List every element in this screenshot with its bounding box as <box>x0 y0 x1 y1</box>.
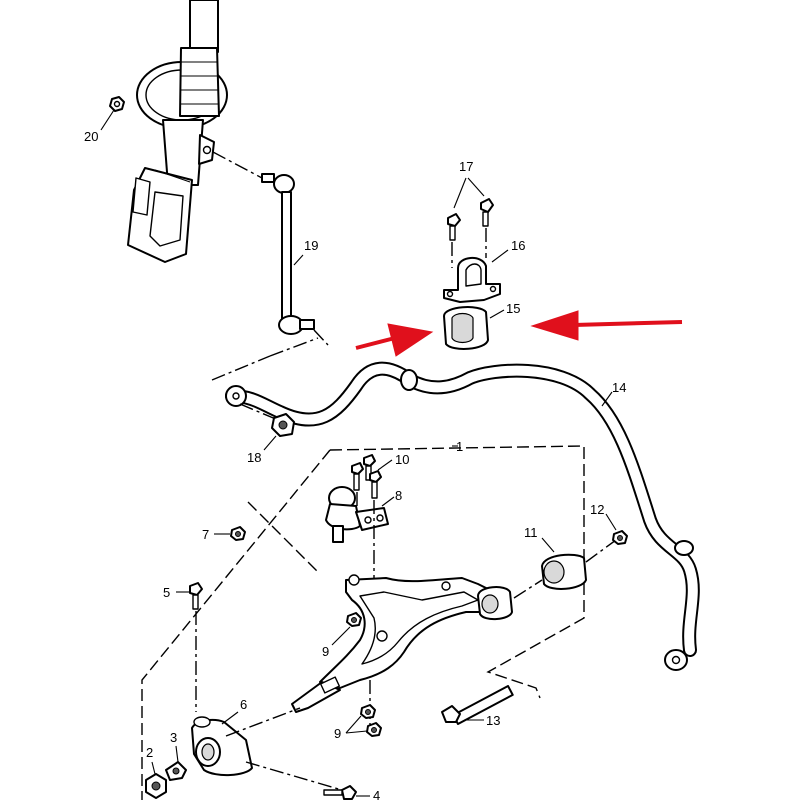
part-10-bolts: 10 <box>351 452 409 586</box>
strut-body <box>162 119 204 186</box>
part-13-bolt: 13 <box>441 685 514 728</box>
part-9-nut-upper: 9 <box>322 612 362 659</box>
callout-6: 6 <box>240 697 247 712</box>
callout-4: 4 <box>373 788 380 800</box>
strut-piston-rod <box>189 0 219 53</box>
part-12-nut: 12 <box>590 502 628 545</box>
callout-7: 7 <box>202 527 209 542</box>
callout-16: 16 <box>511 238 525 253</box>
strut-assembly <box>127 0 228 263</box>
callout-2: 2 <box>146 745 153 760</box>
part-3-washer: 3 <box>165 730 187 781</box>
callout-14: 14 <box>612 380 626 395</box>
part-18-nut: 18 <box>239 403 295 465</box>
part-7-nut: 7 <box>202 526 246 542</box>
callout-15: 15 <box>506 301 520 316</box>
part-11-bushing: 11 <box>513 525 617 599</box>
part-17-bolts: 17 <box>447 159 494 268</box>
callout-12: 12 <box>590 502 604 517</box>
red-arrow-right-icon <box>530 310 683 341</box>
callout-3: 3 <box>170 730 177 745</box>
callout-19: 19 <box>304 238 318 253</box>
lower-control-arm <box>291 574 513 713</box>
callout-1: 1 <box>456 439 463 454</box>
callout-13: 13 <box>486 713 500 728</box>
callout-9-upper: 9 <box>322 644 329 659</box>
part-6-front-bushing: 6 <box>191 697 343 791</box>
part-1-lower-arm-assembly: 1 <box>141 439 585 800</box>
strut-dust-boot <box>179 47 220 117</box>
part-2-nut: 2 <box>145 745 167 799</box>
part-9-nuts-lower: 9 <box>334 680 382 741</box>
callout-5: 5 <box>163 585 170 600</box>
part-16-bracket: 16 <box>443 238 525 303</box>
part-19-stabilizer-link: 19 <box>212 151 329 346</box>
part-15-bushing: 15 <box>443 301 520 350</box>
callout-10: 10 <box>395 452 409 467</box>
part-8-ball-joint: 8 <box>325 486 402 543</box>
callout-11: 11 <box>524 525 538 540</box>
part-5-bolt: 5 <box>163 582 203 712</box>
callout-8: 8 <box>395 488 402 503</box>
callout-17: 17 <box>459 159 473 174</box>
callout-20: 20 <box>84 129 98 144</box>
part-4-bolt: 4 <box>323 785 380 800</box>
callout-9-lower: 9 <box>334 726 341 741</box>
part-14-stabilizer-bar: 14 <box>211 337 700 671</box>
bolt-17b <box>480 198 494 227</box>
stabilizer-link-rod <box>281 191 292 321</box>
bolt-17a <box>447 213 461 241</box>
callout-18: 18 <box>247 450 261 465</box>
part-20-nut: 20 <box>84 96 125 144</box>
red-arrow-left-icon <box>355 323 434 357</box>
